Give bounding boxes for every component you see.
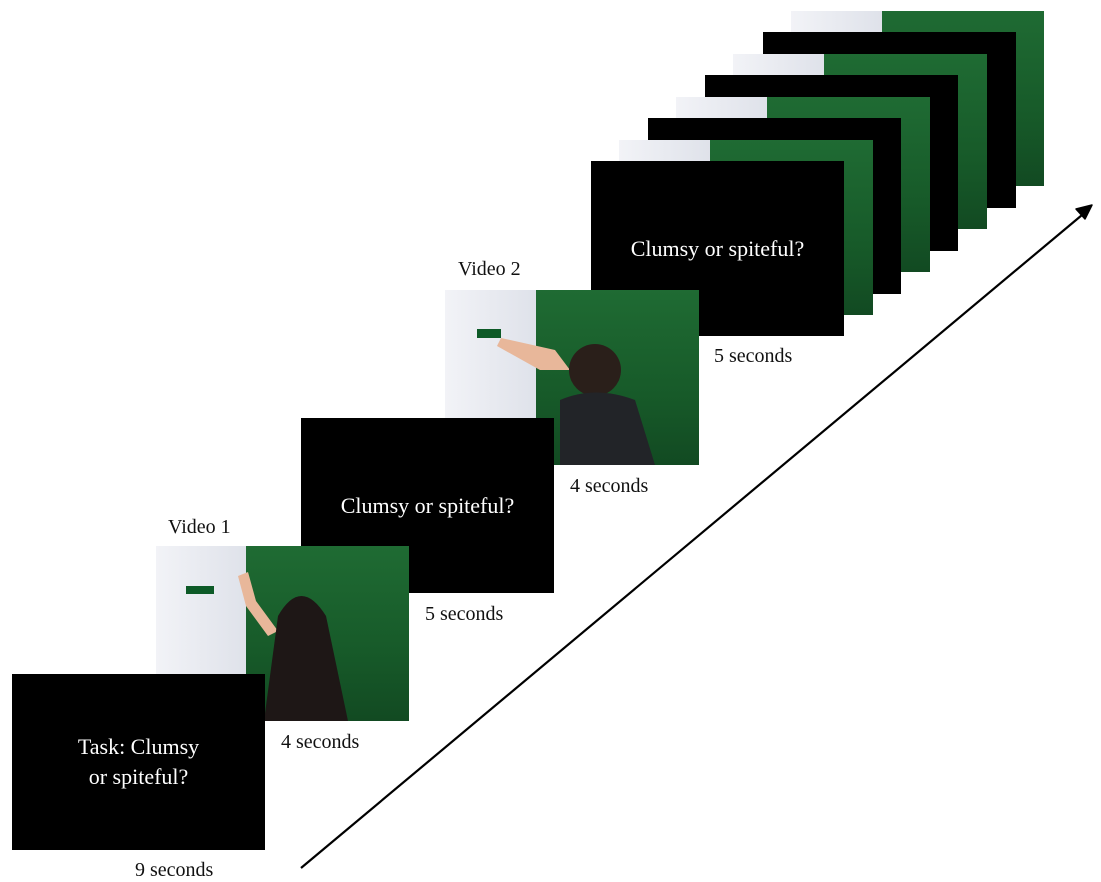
video-1-target-bar <box>186 586 214 594</box>
question-1-text: Clumsy or spiteful? <box>340 492 515 518</box>
video-2-duration: 4 seconds <box>570 475 649 497</box>
task-screen: Task: Clumsy or spiteful? <box>12 674 265 850</box>
video-1-duration: 4 seconds <box>281 731 360 753</box>
video-2-label: Video 2 <box>458 258 521 280</box>
task-text: Task: Clumsy or spiteful? <box>77 734 200 789</box>
question-2-text: Clumsy or spiteful? <box>630 235 805 261</box>
task-duration: 9 seconds <box>135 859 214 881</box>
video-1-label: Video 1 <box>168 516 231 538</box>
question-1-duration: 5 seconds <box>425 603 504 625</box>
question-2-duration: 5 seconds <box>714 345 793 367</box>
